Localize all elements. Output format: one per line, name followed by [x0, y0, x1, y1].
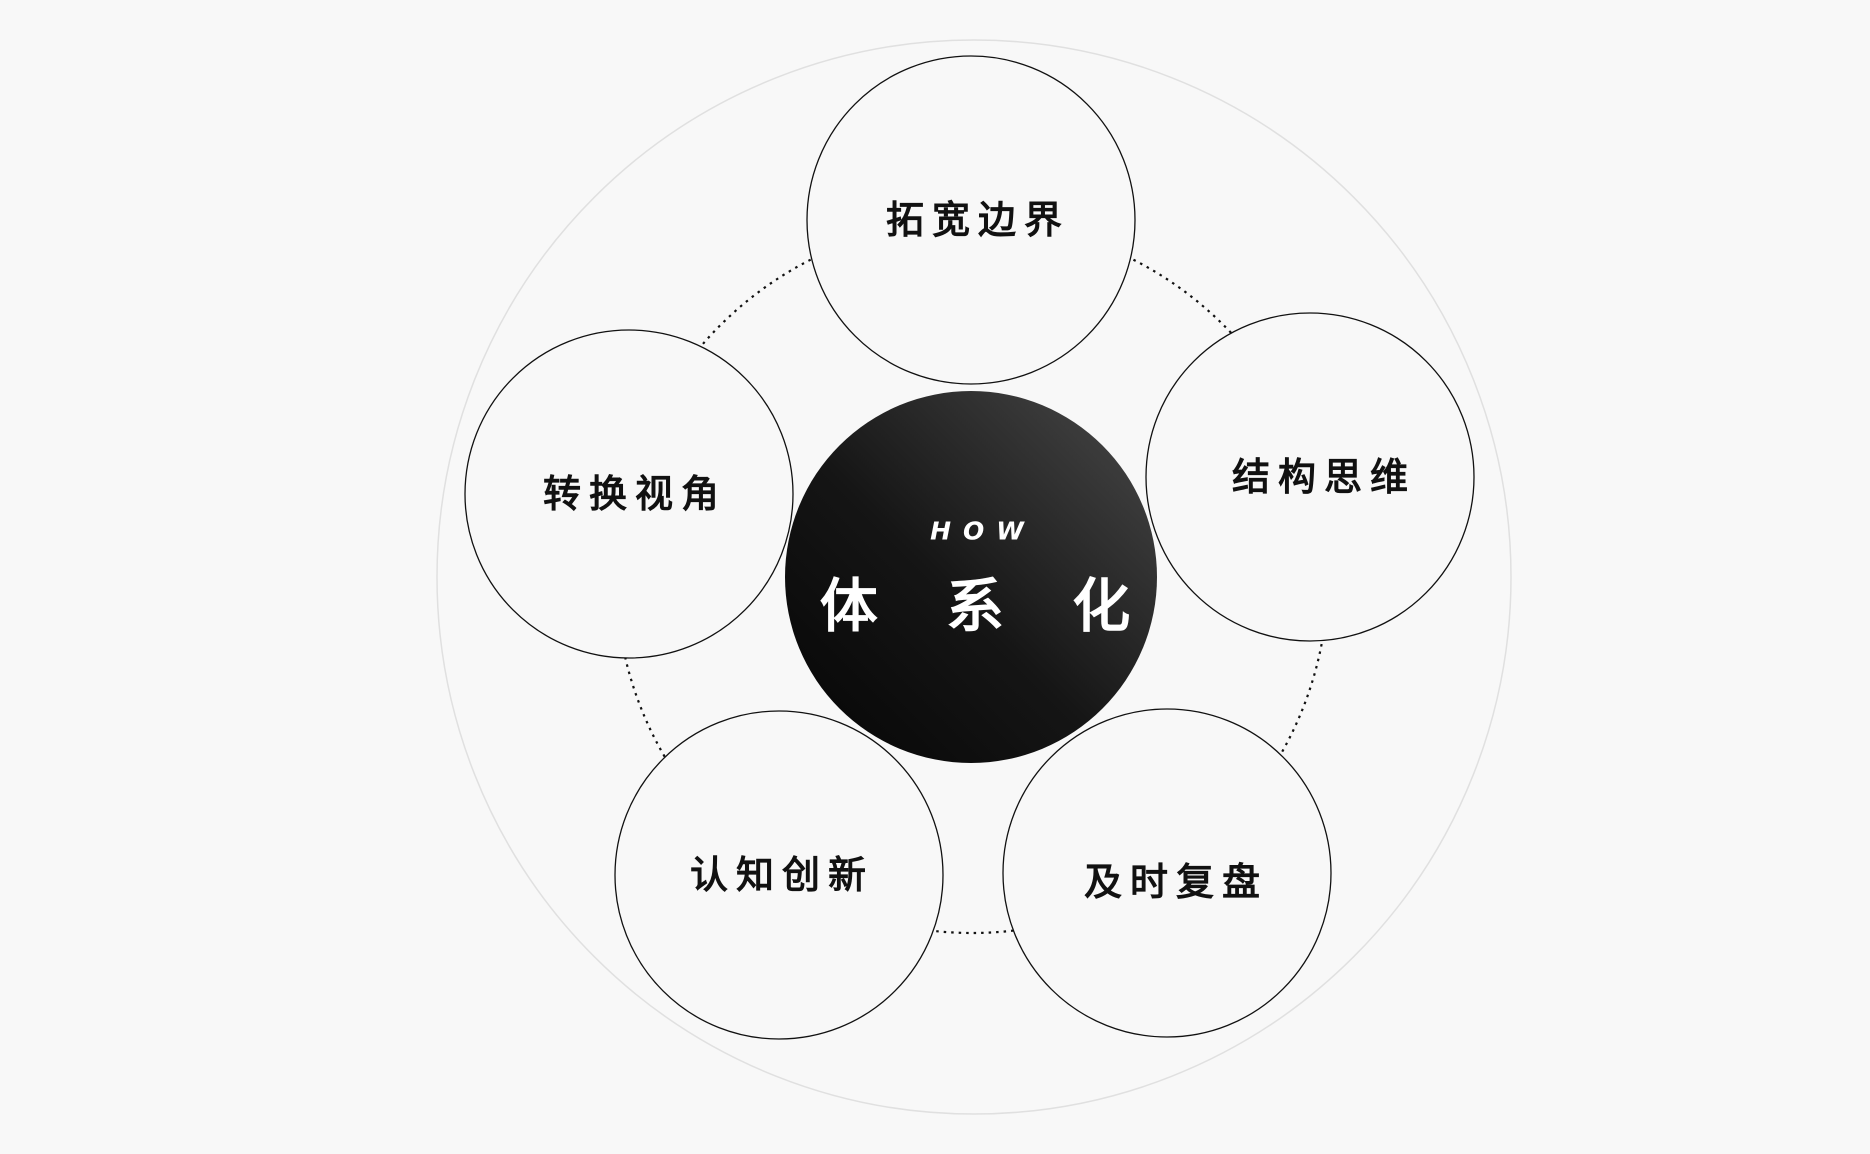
node-label-left: 转换视角 — [542, 472, 728, 516]
hub-circle[interactable] — [785, 391, 1157, 763]
node-circle-right[interactable] — [1145, 312, 1475, 642]
hub-subtitle: HOW — [930, 516, 1036, 546]
node-circle-bottom-right[interactable] — [1002, 708, 1332, 1038]
node-label-bottom-left: 认知创新 — [689, 853, 875, 897]
node-label-top: 拓宽边界 — [885, 198, 1071, 242]
node-circle-top[interactable] — [806, 55, 1136, 385]
node-label-bottom-right: 及时复盘 — [1083, 860, 1269, 904]
node-circle-left[interactable] — [464, 329, 794, 659]
node-circle-bottom-left[interactable] — [614, 710, 944, 1040]
outer-ring — [436, 39, 1512, 1115]
node-label-right: 结构思维 — [1231, 455, 1417, 499]
hub-title: 体 系 化 — [819, 572, 1155, 640]
